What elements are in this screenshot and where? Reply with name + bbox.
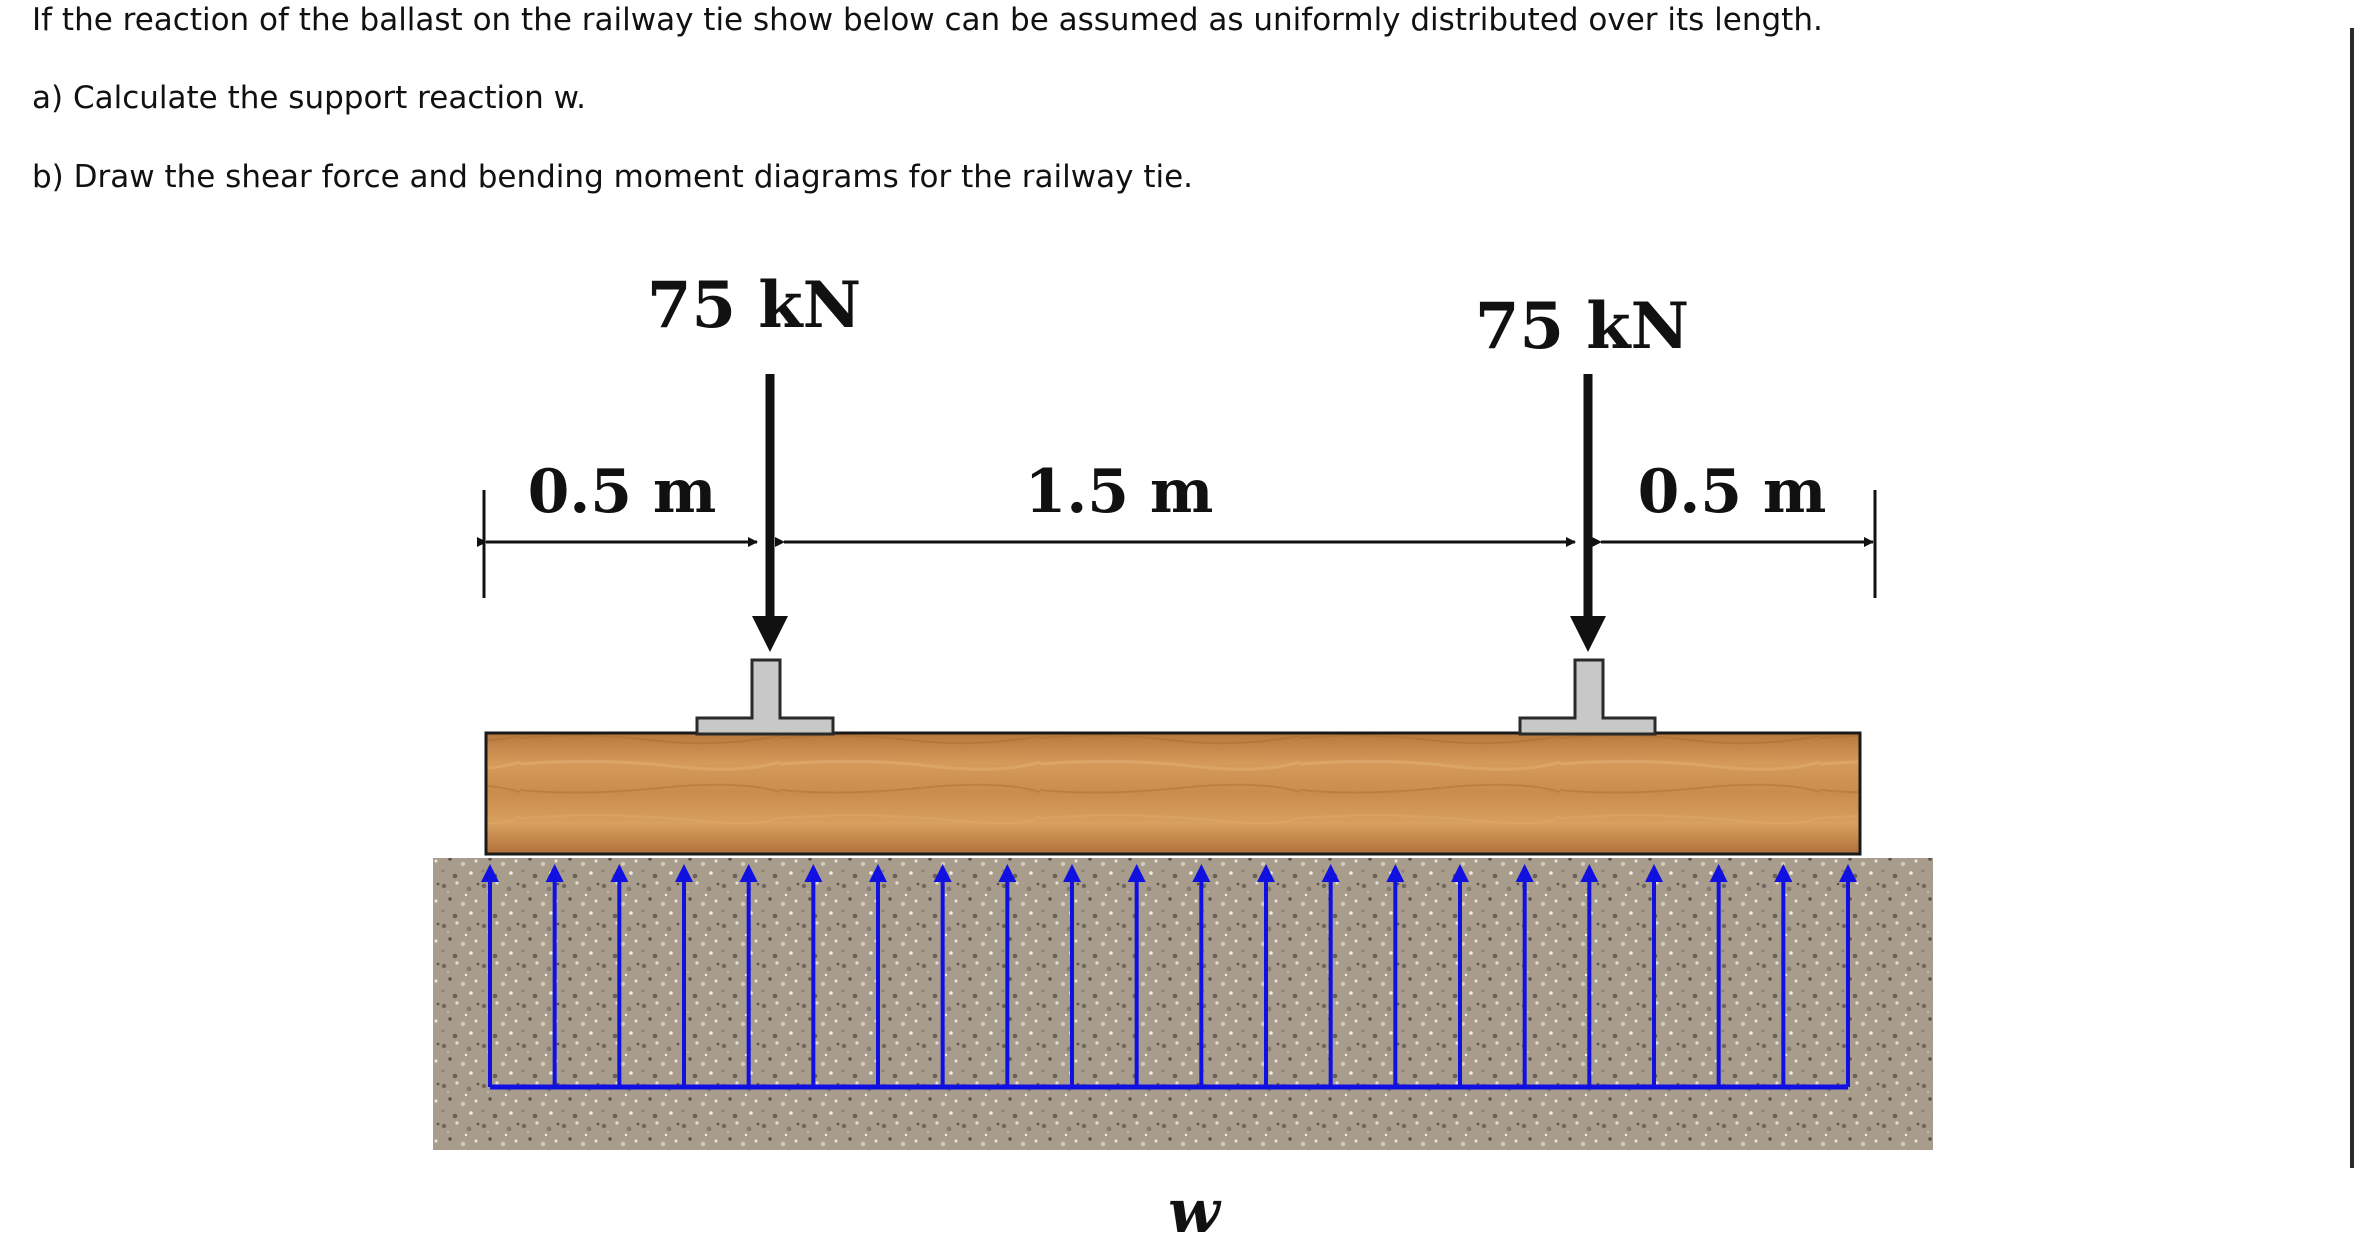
reaction-arrowhead [869,864,887,882]
dimension-label-left: 0.5 m [528,457,717,527]
rail-left [695,658,835,736]
dimension-label-right: 0.5 m [1638,457,1827,527]
reaction-arrowhead [1645,864,1663,882]
reaction-arrowhead [1386,864,1405,882]
load-label-right: 75 kN [1475,289,1689,364]
reaction-arrowhead [1127,864,1146,882]
reaction-arrowhead [545,864,564,882]
reaction-arrowhead [610,864,629,882]
reaction-arrowhead [1774,864,1793,882]
rail-right [1518,658,1657,736]
reaction-arrowhead [1709,864,1728,882]
scrollbar-edge [2350,28,2354,1168]
ballast-bed [433,858,1933,1150]
load-label-left: 75 kN [647,268,861,343]
reaction-arrowhead [1192,864,1211,882]
reaction-arrowhead [1321,864,1340,882]
dimension-label-middle: 1.5 m [1025,457,1214,527]
question-part-a: a) Calculate the support reaction w. [32,80,586,116]
reaction-arrowhead [1063,864,1081,882]
reaction-arrowhead [1839,864,1857,882]
reaction-arrowhead [998,864,1017,882]
reaction-arrowhead [739,864,758,882]
reaction-arrowhead [1451,864,1469,882]
load-arrow-left [752,374,788,652]
distributed-reaction [481,864,1857,1090]
question-part-b: b) Draw the shear force and bending mome… [32,159,1194,195]
reaction-arrowhead [1515,864,1534,882]
question-intro: If the reaction of the ballast on the ra… [32,2,1823,38]
reaction-arrowhead [481,864,499,882]
reaction-arrowhead [804,864,823,882]
reaction-arrowhead [933,864,952,882]
reaction-arrowhead [1257,864,1275,882]
reaction-arrowhead [675,864,693,882]
reaction-arrowhead [1580,864,1599,882]
reaction-label-w: w [1168,1177,1222,1234]
railway-tie [484,731,1862,856]
load-arrow-right [1570,374,1606,652]
